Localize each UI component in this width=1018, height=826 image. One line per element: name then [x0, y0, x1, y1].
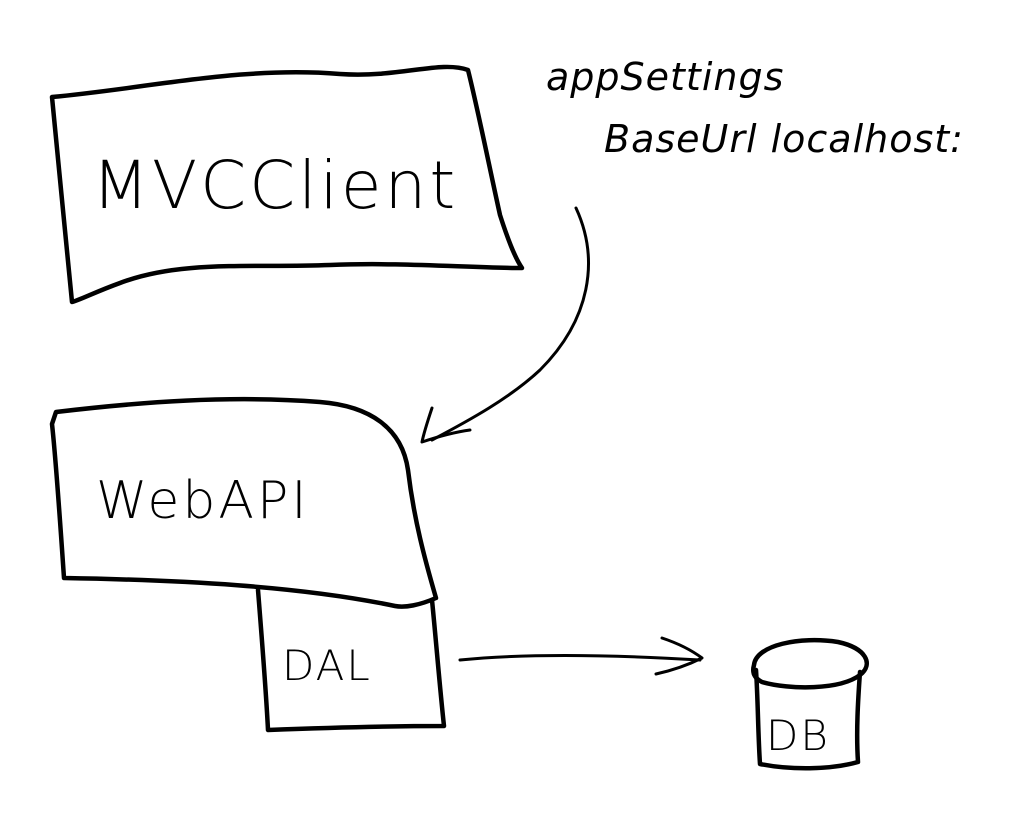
dal-to-db-arrow-head [654, 636, 704, 676]
app-settings-line-2: BaseUrl localhost: [604, 117, 964, 161]
dal-label: DAL [282, 641, 372, 690]
db-label: DB [766, 711, 830, 760]
db-body [753, 667, 863, 771]
web-api-box [49, 396, 439, 609]
settings-to-webapi-arrow-head [420, 406, 472, 444]
web-api-label: WebAPI [96, 471, 310, 531]
db-node: DB [751, 637, 869, 771]
dal-node: DAL [255, 587, 447, 733]
settings-to-webapi-arrow-line [430, 206, 590, 442]
settings-to-webapi-arrow [420, 206, 590, 444]
dal-to-db-arrow [458, 636, 704, 676]
mvc-client-node: MVCClient [49, 64, 525, 305]
db-top-ellipse [751, 637, 869, 690]
dal-box [255, 587, 447, 733]
mvc-client-box [49, 64, 525, 305]
app-settings-line-1: appSettings [546, 55, 784, 99]
web-api-node: WebAPI [49, 396, 439, 609]
mvc-client-label: MVCClient [92, 147, 458, 224]
app-settings-note: appSettings BaseUrl localhost: [546, 55, 964, 161]
dal-to-db-arrow-line [458, 654, 702, 662]
